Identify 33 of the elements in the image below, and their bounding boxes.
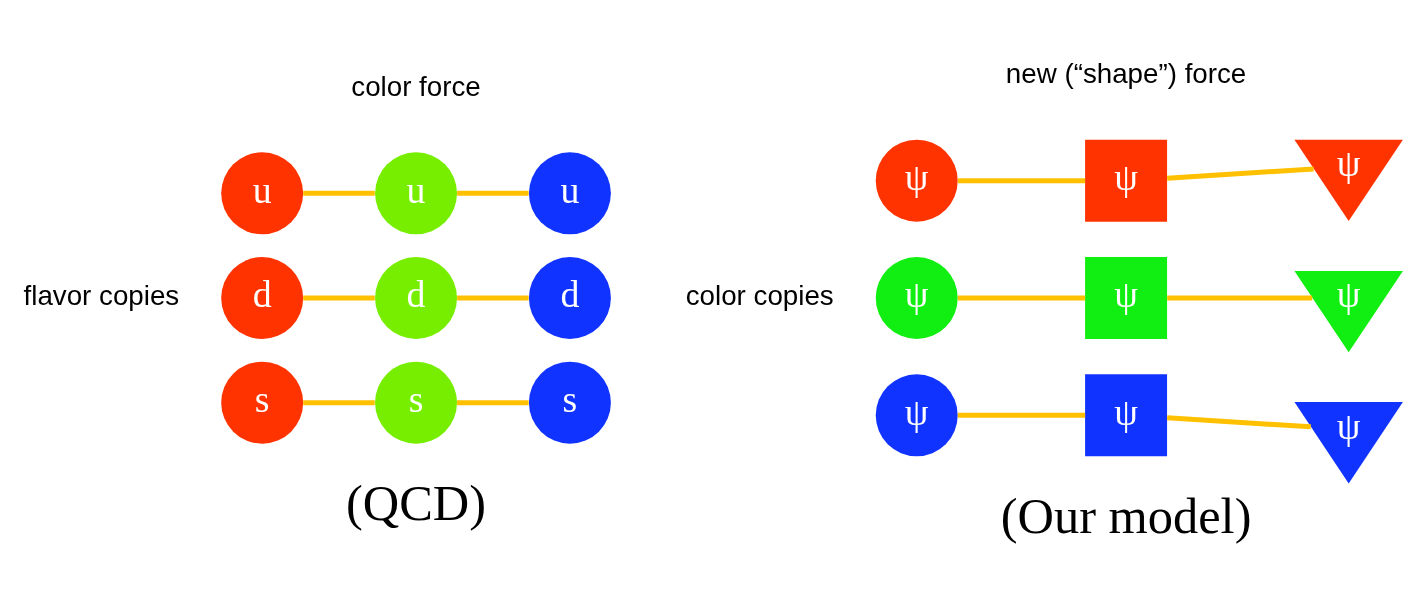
label: (Our model) bbox=[1000, 487, 1252, 544]
node-circle: s bbox=[528, 361, 611, 444]
connector bbox=[957, 295, 1086, 301]
connector bbox=[1167, 295, 1313, 301]
connector bbox=[303, 190, 375, 196]
node-box: ψ bbox=[1085, 257, 1168, 339]
label: color copies bbox=[685, 280, 834, 312]
connector bbox=[303, 400, 375, 406]
node-circle: ψ bbox=[875, 139, 958, 222]
connector bbox=[303, 295, 375, 301]
node-circle: s bbox=[375, 361, 458, 444]
node-circle: u bbox=[221, 152, 304, 235]
label: flavor copies bbox=[23, 280, 180, 312]
label: color force bbox=[351, 70, 481, 102]
connector bbox=[457, 190, 529, 196]
connector bbox=[457, 400, 529, 406]
node-circle: u bbox=[375, 152, 458, 235]
connector bbox=[957, 178, 1086, 184]
node-box: ψ bbox=[1085, 374, 1168, 457]
label: (QCD) bbox=[345, 474, 487, 531]
connector bbox=[1167, 415, 1311, 430]
node-circle: d bbox=[375, 257, 458, 339]
label: new (“shape”) force bbox=[1005, 58, 1247, 90]
node-circle: ψ bbox=[875, 374, 958, 457]
node-circle: d bbox=[528, 257, 611, 339]
node-circle: ψ bbox=[875, 257, 958, 339]
connector bbox=[457, 295, 529, 301]
node-circle: d bbox=[221, 257, 304, 339]
node-circle: s bbox=[221, 361, 304, 444]
node-circle: u bbox=[528, 152, 611, 235]
connector bbox=[957, 412, 1086, 418]
connector bbox=[1167, 166, 1314, 181]
node-box: ψ bbox=[1085, 139, 1168, 222]
